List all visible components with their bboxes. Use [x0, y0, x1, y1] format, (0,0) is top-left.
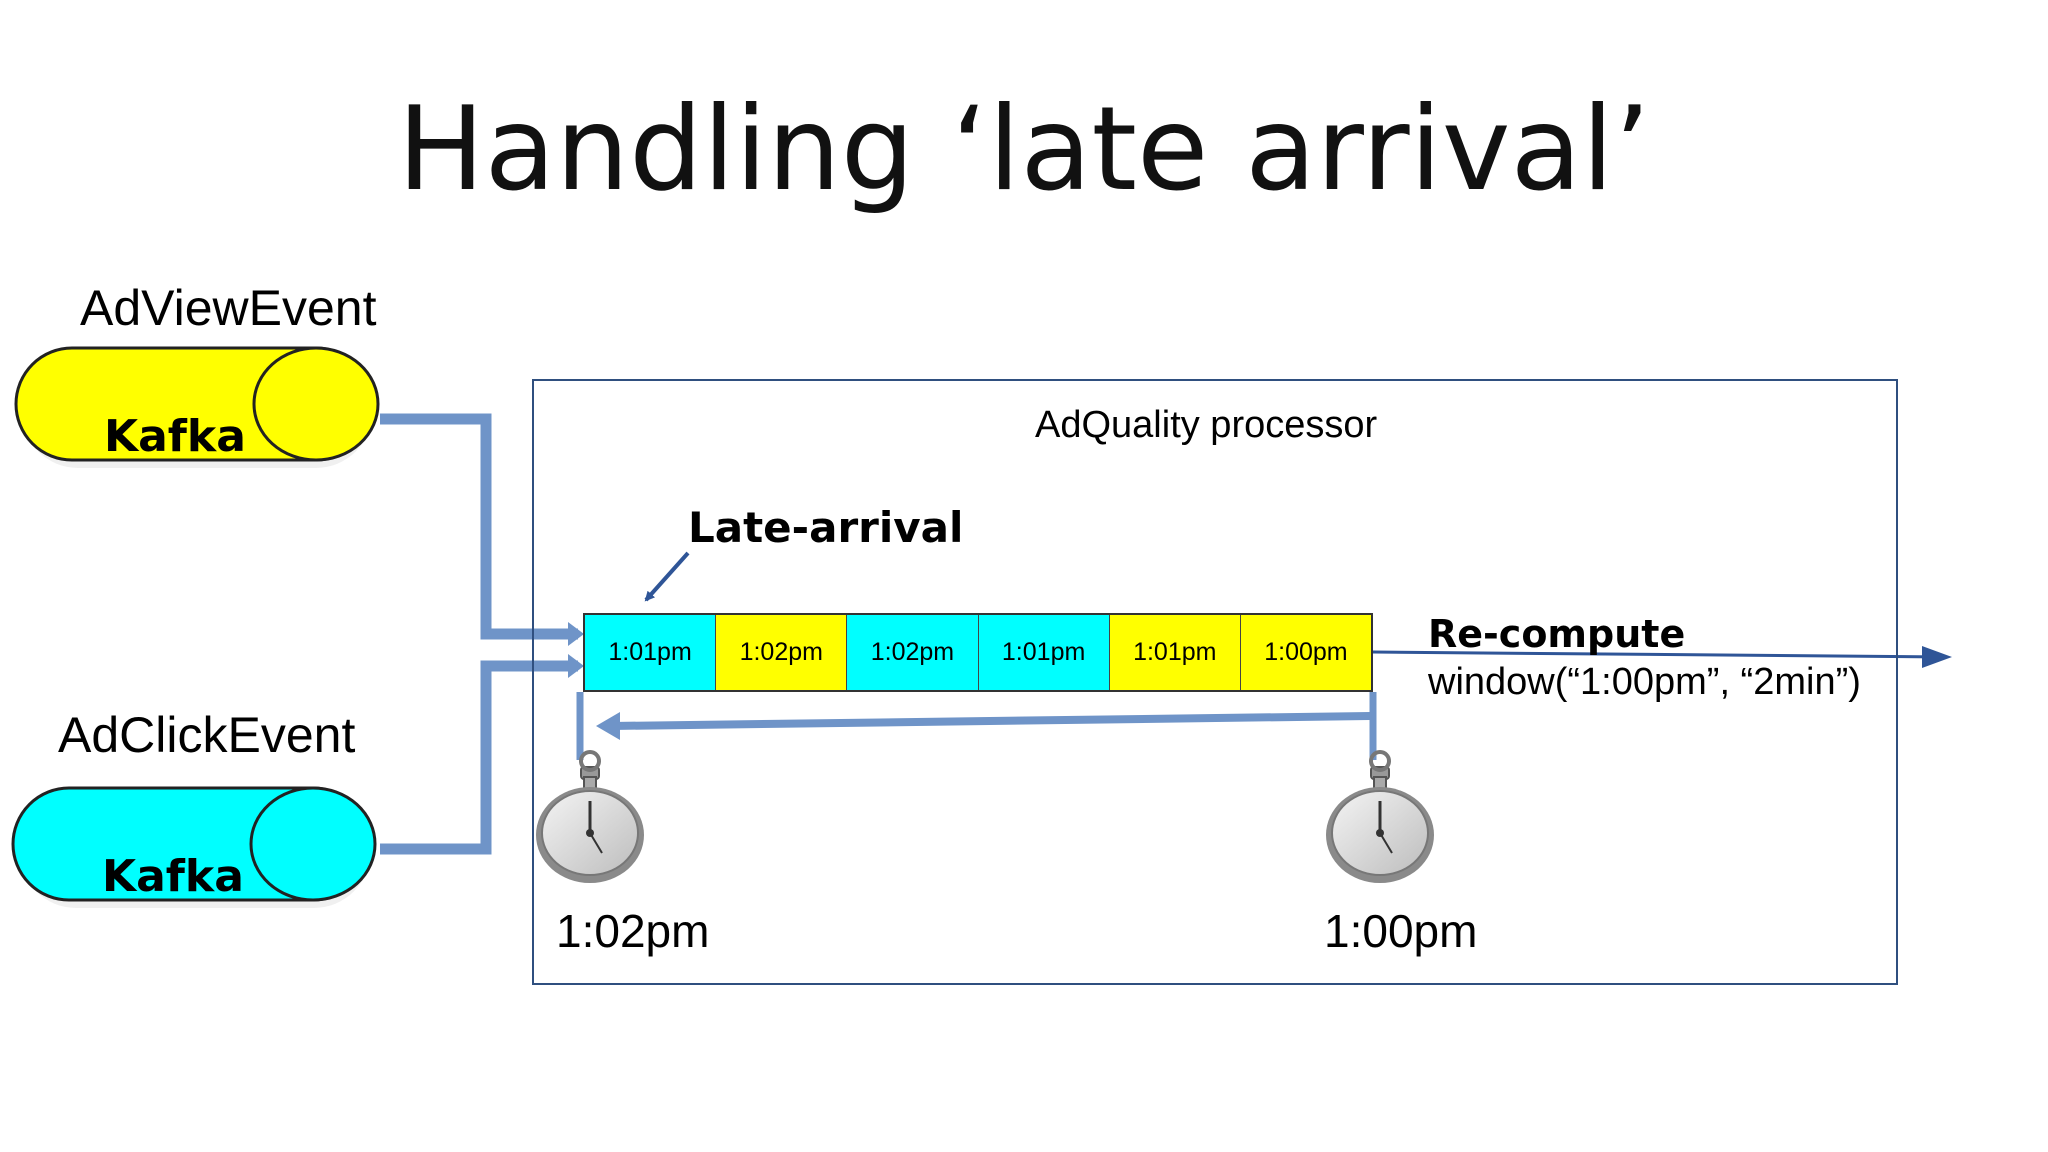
stopwatch-left-icon	[536, 750, 644, 883]
watermark-arrow	[596, 712, 1371, 740]
recompute-window-text: window(“1:00pm”, “2min”)	[1428, 661, 1861, 703]
kafka-label-adview: Kafka	[104, 411, 246, 462]
late-arrival-label: Late-arrival	[688, 503, 964, 552]
timer-right-label: 1:00pm	[1324, 905, 1478, 957]
queue-cell: 1:01pm	[978, 615, 1110, 690]
stopwatch-right-icon	[1326, 750, 1434, 883]
timer-left-label: 1:02pm	[556, 905, 710, 957]
topic-label-adview: AdViewEvent	[80, 280, 377, 336]
queue-cell: 1:02pm	[847, 615, 979, 690]
recompute-title: Re-compute	[1428, 612, 1686, 656]
queue-cell: 1:01pm	[585, 615, 717, 690]
processor-box	[532, 379, 1898, 985]
topic-label-adclick: AdClickEvent	[58, 707, 356, 763]
late-arrival-arrow	[644, 551, 690, 602]
output-arrowhead	[1922, 646, 1952, 668]
processor-title: AdQuality processor	[1035, 404, 1378, 446]
queue-cell: 1:00pm	[1240, 615, 1372, 690]
kafka-cylinder-adview	[14, 346, 380, 468]
kafka-cylinder-adclick	[11, 786, 377, 908]
pipe-adclick-arrowhead	[568, 654, 584, 678]
queue-cell: 1:01pm	[1109, 615, 1241, 690]
queue-cell: 1:02pm	[716, 615, 848, 690]
slide-title: Handling ‘late arrival’	[397, 82, 1651, 217]
kafka-label-adclick: Kafka	[102, 851, 244, 902]
output-arrow	[1372, 650, 1947, 659]
event-queue: 1:01pm 1:02pm 1:02pm 1:01pm 1:01pm 1:00p…	[583, 613, 1373, 692]
pipe-adview-arrowhead	[568, 622, 584, 646]
